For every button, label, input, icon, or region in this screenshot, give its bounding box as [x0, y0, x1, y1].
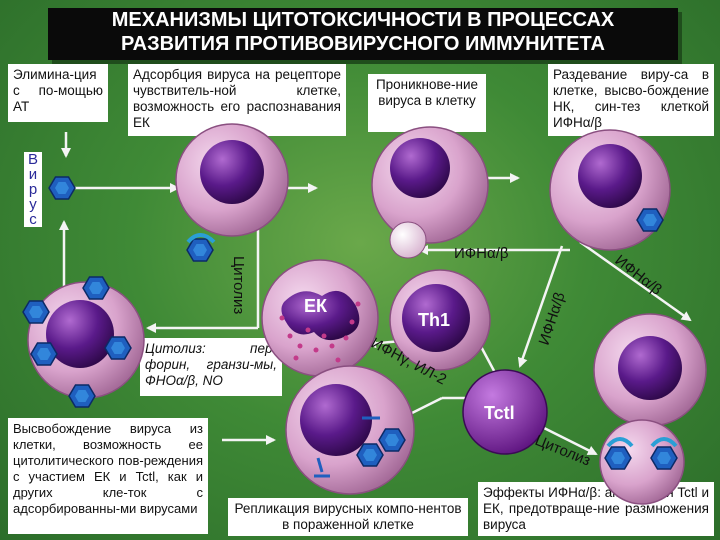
tctl-cell: Tctl: [462, 369, 548, 455]
replication-box: Репликация вирусных компо-нентов в пораж…: [228, 498, 468, 536]
vesicle-icon: [389, 221, 427, 259]
side-letter: с: [29, 211, 37, 228]
cytolysis-left-label: Цитолиз: [230, 256, 247, 314]
ifn-diag-label: ИФНα/β: [536, 290, 569, 347]
virus-icon: [104, 336, 132, 360]
virus-icon: [186, 238, 214, 262]
virus-icon: [48, 176, 76, 200]
cytolysis-mechanism-box: Цитолиз: пер-форин, гранзи-мы, ФНОα/β, N…: [140, 338, 282, 396]
receptor-icon: [606, 437, 634, 448]
virus-icon: [604, 446, 632, 470]
virus-icon: [356, 443, 384, 467]
arrow-ifn-to-tctl: [517, 245, 564, 368]
arrow-ifn-right: [579, 240, 692, 322]
virus-icon: [378, 428, 406, 452]
cell-penetration: [371, 126, 489, 259]
virus-icon: [636, 208, 664, 232]
cell-uncoating: [549, 129, 671, 251]
side-letter: и: [28, 166, 38, 183]
th1-cell: Th1: [389, 269, 491, 371]
virus-icon: [68, 384, 96, 408]
virus-icon: [650, 446, 678, 470]
ek-label: ЕК: [304, 296, 328, 316]
elimination-box: Элимина-ция с по-мощью АТ: [8, 64, 108, 122]
cell-bottom-right: [599, 419, 685, 505]
title-line-2: РАЗВИТИЯ ПРОТИВОВИРУСНОГО ИММУНИТЕТА: [121, 33, 605, 55]
tctl-label: Tctl: [484, 403, 515, 423]
virus-icon: [30, 342, 58, 366]
cell-replication: [285, 365, 415, 495]
receptor-icon: [650, 437, 678, 448]
side-letter: В: [27, 151, 38, 168]
virus-release-box: Высвобождение вируса из клетки, возможно…: [8, 418, 208, 534]
th1-label: Th1: [418, 310, 450, 330]
page-title: МЕХАНИЗМЫ ЦИТОТОКСИЧНОСТИ В ПРОЦЕССАХ РА…: [48, 8, 678, 60]
virus-icon: [22, 300, 50, 324]
cell-target-right: [593, 313, 707, 427]
virus-icon: [82, 276, 110, 300]
ek-cell: ЕК: [261, 259, 379, 377]
side-letter: р: [28, 181, 38, 198]
ifn-top-label: ИФНα/β: [454, 245, 509, 262]
side-letter: у: [29, 196, 37, 213]
nucleic-acid-icon: [316, 457, 324, 473]
receptor-icon: [186, 233, 216, 244]
title-line-1: МЕХАНИЗМЫ ЦИТОТОКСИЧНОСТИ В ПРОЦЕССАХ: [111, 9, 615, 31]
penetration-box: Проникнове-ние вируса в клетку: [368, 74, 486, 132]
cell-adsorption: [175, 123, 289, 262]
cell-virus-release: [22, 276, 145, 408]
virus-side-label: В и р у с: [24, 152, 42, 227]
ifn-right-label: ИФНα/β: [612, 252, 666, 299]
uncoating-box: Раздевание виру-са в клетке, высво-божде…: [548, 64, 714, 136]
arrow-tctl-cytolysis: [535, 422, 598, 456]
